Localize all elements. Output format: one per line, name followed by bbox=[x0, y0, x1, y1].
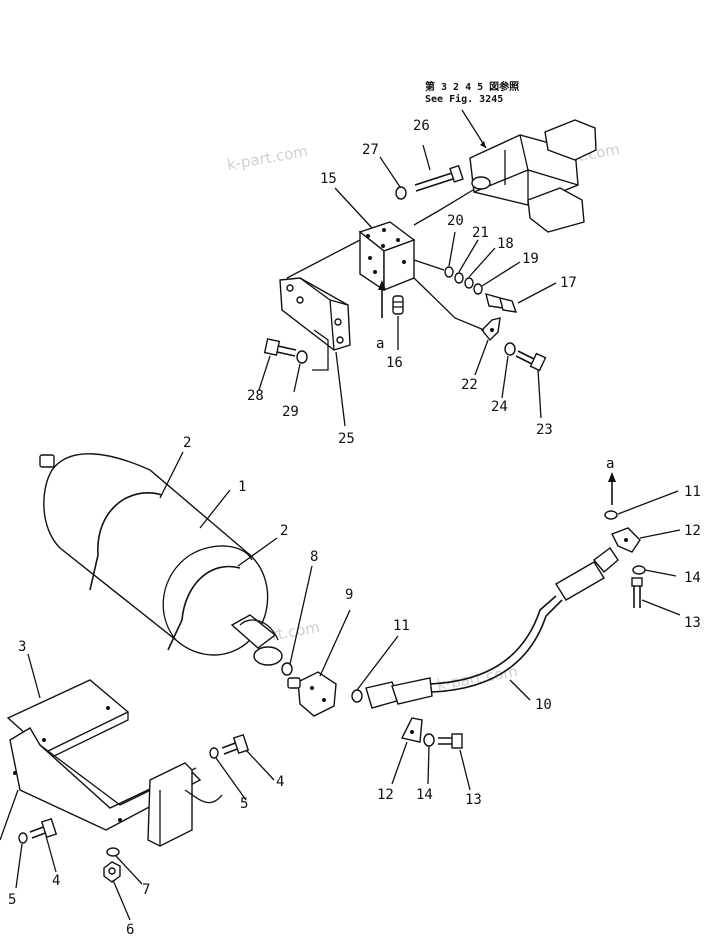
referenced-valve-assembly bbox=[469, 119, 597, 233]
leader-arrowhead bbox=[480, 141, 486, 148]
bolt-13-lower bbox=[438, 733, 463, 749]
washer-5-left bbox=[18, 832, 28, 844]
callout-2: 2 bbox=[280, 523, 288, 539]
leader-lines bbox=[0, 144, 681, 921]
callout-28: 28 bbox=[247, 388, 264, 404]
callout-5: 5 bbox=[8, 892, 16, 908]
washer-24 bbox=[504, 342, 516, 356]
callout-7: 7 bbox=[142, 882, 150, 898]
washer-14-lower bbox=[423, 733, 435, 747]
callout-13: 13 bbox=[465, 792, 482, 808]
callout-21: 21 bbox=[472, 225, 489, 241]
watermark: k-part.com bbox=[436, 662, 520, 694]
bolt-23 bbox=[515, 350, 547, 372]
callout-14: 14 bbox=[684, 570, 701, 586]
callout-11: 11 bbox=[684, 484, 701, 500]
plug-16 bbox=[392, 295, 404, 315]
bolt-26 bbox=[414, 164, 464, 192]
washer-29 bbox=[296, 350, 308, 364]
o-ring-8 bbox=[281, 662, 293, 676]
callout-10: 10 bbox=[535, 697, 552, 713]
figure-reference: 第 3 2 4 5 図参照 See Fig. 3245 bbox=[425, 80, 519, 149]
reference-leader bbox=[461, 109, 487, 149]
callout-26: 26 bbox=[413, 118, 430, 134]
callout-6: 6 bbox=[126, 922, 134, 936]
o-ring-11-upper bbox=[604, 510, 618, 520]
callout-4: 4 bbox=[52, 873, 60, 889]
bolt-4-left bbox=[29, 817, 58, 839]
callout-13: 13 bbox=[684, 615, 701, 631]
callout-15: 15 bbox=[320, 171, 337, 187]
washer-5-right bbox=[209, 747, 219, 759]
callout-29: 29 bbox=[282, 404, 299, 420]
callout-14: 14 bbox=[416, 787, 433, 803]
callout-24: 24 bbox=[491, 399, 508, 415]
seals-and-fitting bbox=[413, 259, 518, 313]
callout-19: 19 bbox=[522, 251, 539, 267]
view-arrow-upper: a bbox=[376, 280, 386, 352]
band-2 bbox=[89, 492, 241, 651]
callout-4: 4 bbox=[276, 774, 284, 790]
clip-12-lower bbox=[400, 717, 423, 743]
view-marker-a: a bbox=[376, 336, 384, 352]
bolt-28 bbox=[263, 338, 297, 357]
callout-23: 23 bbox=[536, 422, 553, 438]
callout-5: 5 bbox=[240, 796, 248, 812]
view-arrow-lower: a bbox=[606, 456, 616, 505]
reference-line-1: 第 3 2 4 5 図参照 bbox=[425, 80, 519, 93]
view-marker-a-lower: a bbox=[606, 456, 614, 472]
callout-17: 17 bbox=[560, 275, 577, 291]
flange-9 bbox=[287, 671, 337, 717]
callout-25: 25 bbox=[338, 431, 355, 447]
washer-14-upper bbox=[632, 565, 646, 575]
nut-6 bbox=[103, 861, 121, 883]
reference-line-2: See Fig. 3245 bbox=[425, 93, 503, 105]
bolt-13-upper bbox=[631, 577, 643, 608]
hose-10 bbox=[365, 546, 619, 709]
callout-27: 27 bbox=[362, 142, 379, 158]
callout-2: 2 bbox=[183, 435, 191, 451]
callout-18: 18 bbox=[497, 236, 514, 252]
callout-16: 16 bbox=[386, 355, 403, 371]
clip-12-upper bbox=[611, 527, 641, 553]
bolt-4-right bbox=[221, 733, 250, 755]
washer-27 bbox=[395, 186, 407, 200]
watermark: k-part.com bbox=[226, 142, 310, 174]
callout-22: 22 bbox=[461, 377, 478, 393]
o-ring-11-lower bbox=[351, 689, 363, 703]
callout-1: 1 bbox=[238, 479, 246, 495]
callout-12: 12 bbox=[377, 787, 394, 803]
callout-12: 12 bbox=[684, 523, 701, 539]
mounting-bracket bbox=[9, 727, 223, 847]
callout-labels: 1 2 2 3 4 4 5 5 6 7 8 9 10 11 11 12 12 1… bbox=[8, 118, 701, 936]
callout-9: 9 bbox=[345, 587, 353, 603]
clip-22 bbox=[413, 277, 501, 342]
accumulator-1 bbox=[39, 453, 283, 666]
callout-11: 11 bbox=[393, 618, 410, 634]
washer-7 bbox=[106, 847, 120, 857]
callout-3: 3 bbox=[18, 639, 26, 655]
callout-20: 20 bbox=[447, 213, 464, 229]
bracket-25 bbox=[279, 239, 361, 371]
callout-8: 8 bbox=[310, 549, 318, 565]
